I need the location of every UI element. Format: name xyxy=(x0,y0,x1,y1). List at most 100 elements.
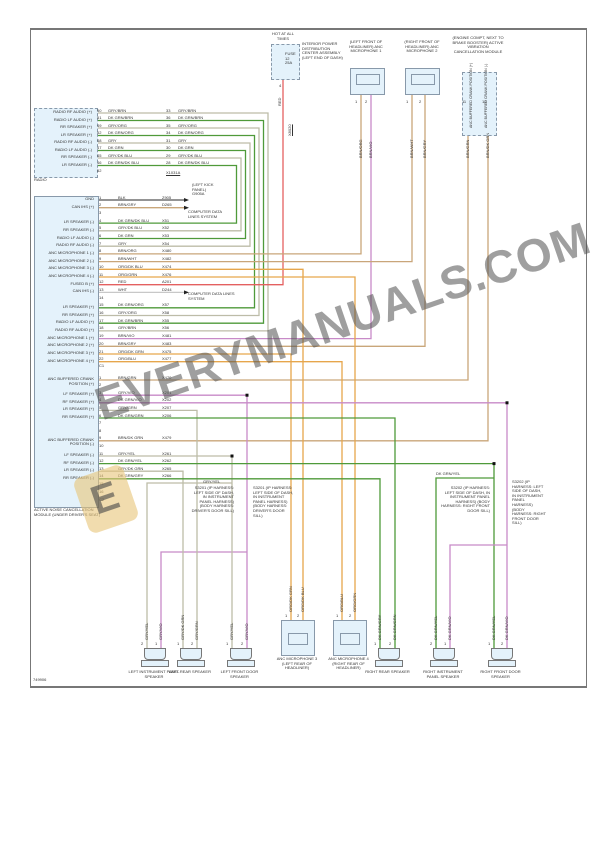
radio-connector-pin: 30 xyxy=(166,145,171,150)
c1-wire-color: BRN/ORG xyxy=(118,248,137,254)
bottom-wire-label: GRY/VIO xyxy=(158,623,163,640)
mic3-minus-wire xyxy=(97,268,304,620)
c2-circuit: X261 xyxy=(162,450,172,456)
c1-circuit: X55 xyxy=(162,317,170,323)
c2-circuit: X265 xyxy=(162,465,172,471)
bottom-wire-label: GRY/VIO xyxy=(244,623,249,640)
c1-pin-number: 3 xyxy=(99,209,102,215)
c1-pin-label: ANC MICROPHONE 1 (-) xyxy=(48,249,94,255)
bottom-wire-label: ORG/BLU xyxy=(339,593,344,612)
c1-circuit: X476 xyxy=(162,271,172,277)
radio-wire-color: DK GRN xyxy=(108,145,124,150)
c1-pin-number: 12 xyxy=(99,279,104,285)
radio-pin-number: 49 xyxy=(97,122,102,128)
radio-pin-number: 52 xyxy=(97,167,102,173)
top-pin-number: 1 xyxy=(406,99,409,104)
c1-pin-number: 5 xyxy=(99,225,102,231)
c1-pin-label: ANC MICROPHONE 3 (-) xyxy=(48,265,94,271)
c2-pin-number: 10 xyxy=(99,442,104,448)
c1-pin-number: 18 xyxy=(99,325,104,331)
mic1-minus-wire xyxy=(97,93,362,255)
c1-pin-number: 17 xyxy=(99,317,104,323)
splice-wire-label-right: DK GRN/YEL xyxy=(436,471,461,476)
radio-pin-label: LR SPEAKER (-) xyxy=(61,161,92,167)
speaker-icon xyxy=(430,648,458,667)
bottom-wire-label: ORG/DK BLU xyxy=(300,587,305,612)
bottom-component-label: RIGHT FRONT DOOR SPEAKER xyxy=(480,669,521,679)
c1-pin-number: 1 xyxy=(99,194,102,200)
c2-wire-color: DK GRN/VIO xyxy=(118,397,142,403)
c1-circuit: X58 xyxy=(162,310,170,315)
c2-pin-number: 11 xyxy=(99,450,104,456)
figure-id: 749906 xyxy=(33,677,47,682)
c1-pin-number: 9 xyxy=(99,256,102,262)
top-wire-label: BRN/ORG xyxy=(358,139,363,158)
radio-connector-id: X1031A xyxy=(166,170,181,175)
radio-box xyxy=(34,108,98,178)
avc-pin-label-1: ANC BUFFERED CRANK POSITION (+) xyxy=(469,62,473,128)
radio-pin-number: 46 xyxy=(97,160,102,165)
bottom-pin-number: 2 xyxy=(297,613,300,618)
c1-pin-label: FUSED B (+) xyxy=(70,280,94,286)
c2-circuit: X207 xyxy=(162,404,172,410)
c2-pin-label: LF SPEAKER (+) xyxy=(63,391,94,397)
rr-plus-wire xyxy=(97,417,396,648)
c1-pin-number: 11 xyxy=(99,271,104,277)
c1-pin-label: RADIO RF AUDIO (-) xyxy=(56,242,94,248)
radio-connector-wire: GRY/ORG xyxy=(178,122,197,128)
c2-wire-color: GRY/GRN xyxy=(118,404,137,410)
bottom-pin-number: 1 xyxy=(374,641,377,646)
c1-wire-color: BLK xyxy=(118,194,126,200)
c1-circuit: D265 xyxy=(162,202,172,208)
speaker-icon xyxy=(177,648,205,667)
radio-connector-pin: 29 xyxy=(166,152,171,158)
fuse-pin: 4 xyxy=(279,83,282,88)
top-pin-number: 2 xyxy=(365,99,368,104)
c1-wire-color: BRN/WHT xyxy=(118,256,137,262)
c1-circuit: X51 xyxy=(162,217,170,223)
c2-pin-label: LF SPEAKER (-) xyxy=(64,452,94,457)
bottom-wire-label: DK GRN/VIO xyxy=(447,616,452,640)
c1-pin-number: 7 xyxy=(99,240,102,246)
mic1-box xyxy=(350,68,385,95)
c2-pin-number: 1 xyxy=(99,374,102,380)
avc-minus-wire xyxy=(97,134,489,442)
avc-module-box xyxy=(462,72,497,136)
splice-dot-icon xyxy=(230,454,234,458)
radio-title: RADIO xyxy=(34,177,47,182)
c1-wire-color: WHT xyxy=(118,286,128,292)
speaker-icon xyxy=(226,648,255,667)
top-wire-label: BRN/DK GRN xyxy=(485,132,490,158)
splice-s3201-right: S3201 (IP HARNESS: LEFT SIDE OF DASH, IN… xyxy=(253,485,294,518)
c2-pin-number: 4 xyxy=(99,397,102,403)
c1-circuit: X54 xyxy=(162,240,170,246)
c1-pin-label: ANC MICROPHONE 2 (+) xyxy=(47,342,94,348)
bottom-wire-label: DK GRN/YEL xyxy=(491,615,496,640)
radio-wire xyxy=(96,112,269,332)
c1-pin-number: 21 xyxy=(99,348,104,354)
c2-circuit: X470 xyxy=(162,374,172,380)
bottom-pin-number: 2 xyxy=(241,641,244,646)
c1-wire-color: DK GRN/BRN xyxy=(118,317,144,323)
bottom-pin-number: 2 xyxy=(501,641,504,646)
radio-wire xyxy=(96,164,238,224)
avc-pin-label-2: ANC BUFFERED CRANK POSITION (-) xyxy=(484,63,488,128)
bottom-pin-number: 1 xyxy=(155,641,158,646)
anc-microphone-box xyxy=(332,620,367,656)
bottom-wire-label: GRY/GRN xyxy=(194,621,199,640)
radio-connector-wire: GRY/DK BLU xyxy=(178,152,203,158)
c1-pin-number: 19 xyxy=(99,333,104,339)
mic4-minus-wire xyxy=(97,276,356,620)
radio-pin-label: RR SPEAKER (-) xyxy=(61,154,92,159)
radio-connector-pin: 33 xyxy=(166,107,171,113)
c1-circuit: X56 xyxy=(162,325,170,331)
arrow-icon xyxy=(184,205,189,210)
radio-pin-number: 48 xyxy=(97,137,102,143)
radio-wire xyxy=(96,134,256,309)
c1-pin-label: ANC MICROPHONE 4 (+) xyxy=(47,357,94,363)
radio-connector-pin: 31 xyxy=(166,137,171,143)
c1-pin-label: LR SPEAKER (-) xyxy=(63,219,94,225)
c1-pin-label: ANC MICROPHONE 3 (+) xyxy=(47,350,94,355)
lr-plus-wire xyxy=(97,409,198,648)
lf-minus-branch xyxy=(146,482,232,648)
